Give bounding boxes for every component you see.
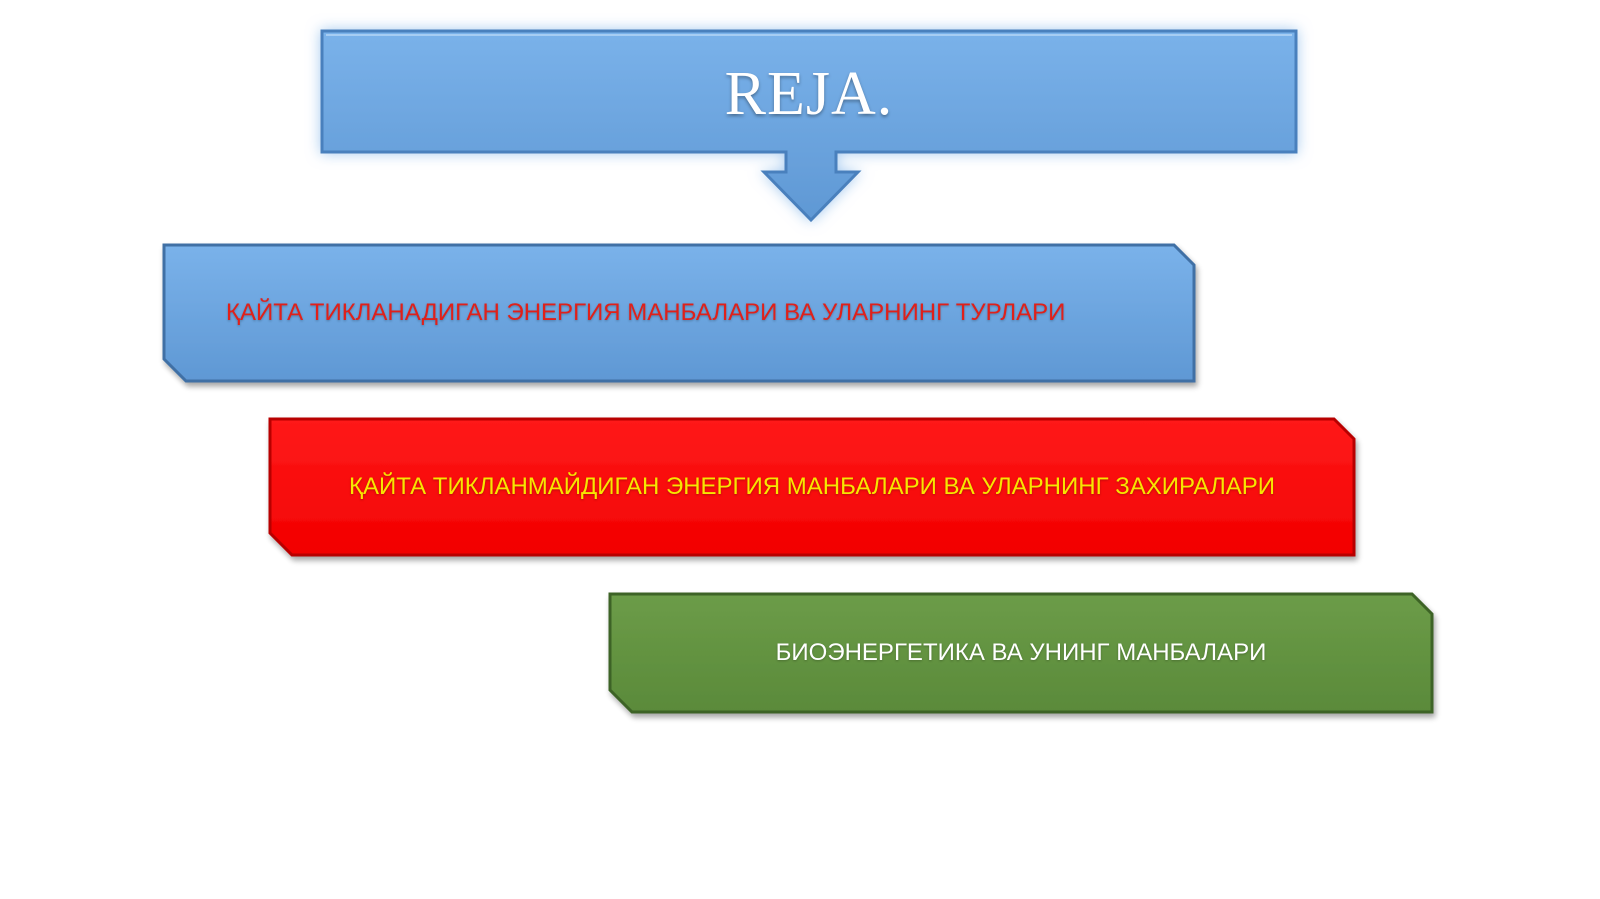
item-3-text: БИОЭНЕРГЕТИКА ВА УНИНГ МАНБАЛАРИ: [775, 639, 1267, 666]
item-box-1: [162, 243, 1196, 383]
title-callout: [320, 29, 1298, 223]
item-1-text: ҚАЙТА ТИКЛАНАДИГАН ЭНЕРГИЯ МАНБАЛАРИ ВА …: [226, 299, 1066, 326]
item-box-3: [608, 592, 1434, 714]
page-title: REJA.: [724, 59, 894, 128]
item-label-3: БИОЭНЕРГЕТИКА ВА УНИНГ МАНБАЛАРИ: [610, 594, 1432, 712]
item-label-2: ҚАЙТА ТИКЛАНМАЙДИГАН ЭНЕРГИЯ МАНБАЛАРИ В…: [270, 419, 1354, 555]
item-box-2: [268, 417, 1356, 557]
item-label-1: ҚАЙТА ТИКЛАНАДИГАН ЭНЕРГИЯ МАНБАЛАРИ ВА …: [164, 245, 1194, 381]
item-2-text: ҚАЙТА ТИКЛАНМАЙДИГАН ЭНЕРГИЯ МАНБАЛАРИ В…: [349, 473, 1275, 500]
